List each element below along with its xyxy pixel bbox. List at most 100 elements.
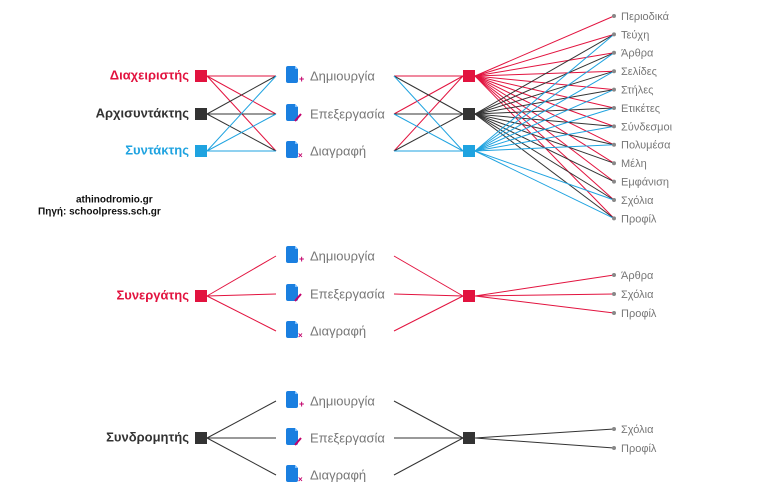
action-label: Επεξεργασία	[310, 430, 385, 445]
connector-line	[206, 400, 277, 439]
connector-line	[474, 107, 615, 152]
connector-line	[393, 255, 464, 297]
doc-fold	[295, 141, 298, 144]
resource-dot	[612, 106, 616, 110]
doc-shape	[286, 66, 298, 83]
hub-node	[463, 108, 475, 120]
resource-label: Προφίλ	[621, 443, 657, 455]
connector-line	[474, 75, 615, 146]
role-label: Συνδρομητής	[106, 429, 189, 444]
doc-create-icon: +	[286, 66, 304, 84]
resource-label: Σελίδες	[621, 66, 657, 78]
resource-label: Σχόλια	[621, 195, 654, 207]
action-label: Δημιουργία	[310, 248, 375, 263]
doc-fold	[295, 465, 298, 468]
doc-shape	[286, 321, 298, 338]
connector-line	[393, 75, 464, 115]
doc-fold	[295, 428, 298, 431]
doc-fold	[295, 104, 298, 107]
connector-line	[393, 437, 464, 476]
resource-label: Άρθρα	[621, 270, 654, 282]
hub-node	[463, 432, 475, 444]
plus-mark: +	[299, 399, 304, 409]
hub-node	[463, 70, 475, 82]
doc-fold	[295, 391, 298, 394]
connector-line	[206, 75, 277, 152]
doc-fold	[295, 246, 298, 249]
resource-dot	[612, 124, 616, 129]
action-label: Επεξεργασία	[310, 106, 385, 121]
connector-line	[206, 295, 277, 332]
connector-line	[474, 52, 615, 115]
hub-node	[463, 290, 475, 302]
connector-line	[474, 437, 615, 449]
resource-dot	[612, 446, 616, 450]
action-label: Επεξεργασία	[310, 286, 385, 301]
role-node	[195, 290, 207, 302]
resource-label: Στήλες	[621, 85, 653, 97]
resource-label: Προφίλ	[621, 308, 657, 320]
resource-label: Τεύχη	[621, 29, 649, 41]
doc-delete-icon: ×	[286, 321, 303, 340]
role-node	[195, 108, 207, 120]
connector-line	[474, 33, 615, 115]
pencil-mark	[294, 293, 302, 302]
resource-dot	[612, 198, 616, 202]
connector-line	[474, 33, 615, 77]
resource-label: Προφίλ	[621, 213, 657, 225]
doc-delete-icon: ×	[286, 141, 303, 160]
connector-line	[474, 89, 615, 152]
role-node	[195, 70, 207, 82]
resource-dot	[612, 216, 616, 221]
x-mark: ×	[298, 475, 303, 484]
resource-label: Περιοδικά	[621, 11, 670, 23]
connector-line	[474, 34, 615, 152]
credit-site: athinodromio.gr	[76, 195, 153, 206]
connector-line	[206, 113, 277, 152]
role-node	[195, 432, 207, 444]
x-mark: ×	[298, 151, 303, 160]
doc-edit-icon	[286, 104, 302, 122]
resource-label: Σύνδεσμοι	[621, 121, 673, 133]
resource-dot	[612, 50, 616, 55]
connector-line	[474, 150, 615, 219]
resource-label: Άρθρα	[621, 48, 654, 60]
resource-dot	[612, 32, 616, 37]
doc-create-icon: +	[286, 246, 304, 264]
doc-fold	[295, 321, 298, 324]
connector-line	[474, 70, 615, 77]
doc-shape	[286, 465, 298, 482]
connector-line	[474, 75, 615, 91]
resource-dot	[612, 427, 616, 431]
connector-line	[474, 295, 615, 314]
credit-source: Πηγή: schoolpress.sch.gr	[38, 207, 161, 218]
pencil-mark	[294, 437, 302, 446]
doc-edit-icon	[286, 428, 302, 446]
action-label: Δημιουργία	[310, 68, 375, 83]
connector-line	[474, 75, 615, 182]
doc-shape	[286, 391, 298, 408]
resource-dot	[612, 142, 616, 147]
role-node	[195, 145, 207, 157]
connector-line	[474, 125, 615, 152]
resource-dot	[612, 292, 616, 296]
plus-mark: +	[299, 254, 304, 264]
action-label: Δημιουργία	[310, 393, 375, 408]
doc-shape	[286, 104, 298, 121]
connector-line	[474, 144, 615, 152]
resource-dot	[612, 87, 616, 92]
connector-line	[474, 274, 615, 297]
connector-line	[474, 52, 615, 77]
hub-node	[463, 145, 475, 157]
connector-line	[474, 75, 615, 127]
action-label: Διαγραφή	[310, 467, 366, 482]
role-label: Συνεργάτης	[116, 287, 189, 302]
resource-dot	[612, 311, 616, 315]
connector-line	[474, 52, 615, 152]
action-label: Διαγραφή	[310, 143, 366, 158]
connector-line	[474, 75, 615, 219]
resource-dot	[612, 14, 616, 18]
connector-line	[393, 113, 464, 152]
